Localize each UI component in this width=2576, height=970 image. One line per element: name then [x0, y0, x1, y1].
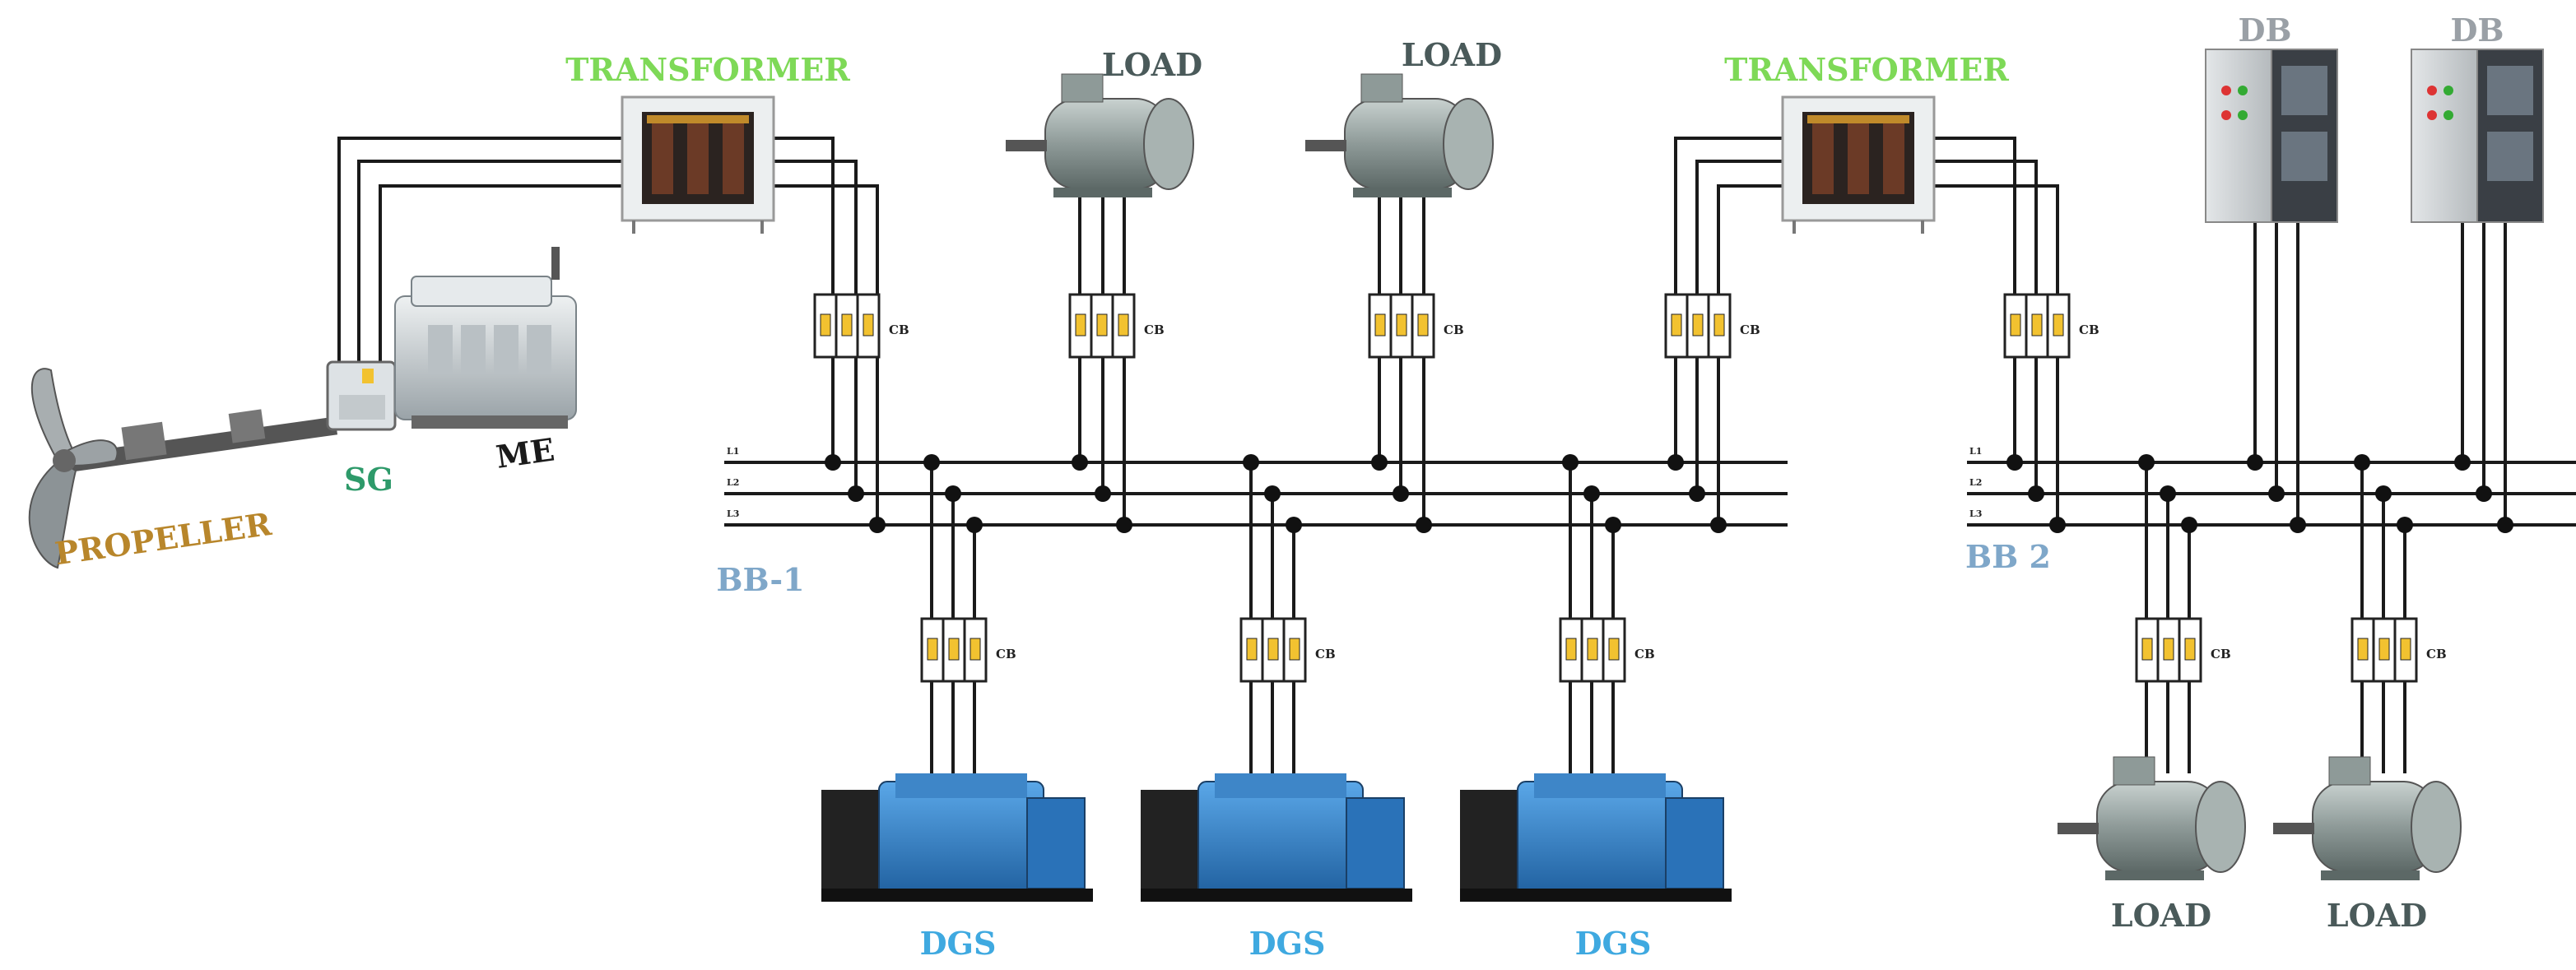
circuit-breaker-transformer-left: CB	[813, 293, 909, 359]
bus-line-tags-bb1: L1 L2 L3	[727, 446, 739, 519]
transformer-right-icon	[1781, 95, 1936, 234]
sg-label: SG	[344, 461, 393, 498]
svg-text:CB: CB	[889, 323, 909, 337]
svg-text:L3: L3	[727, 508, 739, 519]
svg-text:L2: L2	[1969, 477, 1982, 488]
junction-dots	[825, 454, 2513, 533]
db-1-label: DB	[2238, 12, 2291, 49]
svg-text:CB: CB	[1144, 323, 1165, 337]
circuit-breaker-transformer-right-out: CB	[2003, 293, 2099, 359]
bb2-label: BB 2	[1965, 538, 2051, 575]
svg-text:CB: CB	[1444, 323, 1464, 337]
svg-text:CB: CB	[2426, 647, 2447, 661]
svg-text:L1: L1	[1969, 446, 1982, 457]
circuit-breaker-load-1: CB	[1068, 293, 1165, 359]
propeller-icon	[28, 368, 338, 569]
dgs-3-label: DGS	[1575, 925, 1652, 962]
transformer-right-label: TRANSFORMER	[1724, 51, 2009, 88]
transformer-left-icon	[621, 95, 775, 234]
circuit-breaker-load-3: CB	[2135, 617, 2231, 683]
main-engine-icon	[394, 247, 577, 429]
diesel-generator-set-2-icon	[1141, 773, 1412, 902]
load-bottom-1-label: LOAD	[2111, 897, 2211, 934]
svg-text:L1: L1	[727, 446, 739, 457]
load-top-2-label: LOAD	[1402, 36, 1502, 73]
db-2-label: DB	[2450, 12, 2504, 49]
bus-line-tags-bb2: L1 L2 L3	[1969, 446, 1982, 519]
motor-load-bottom-2-icon	[2273, 756, 2462, 880]
svg-text:CB: CB	[1740, 323, 1760, 337]
transformer-left-label: TRANSFORMER	[565, 51, 850, 88]
me-label: ME	[494, 430, 557, 475]
circuit-breaker-dgs-2: CB	[1239, 617, 1336, 683]
circuit-breaker-load-2: CB	[1368, 293, 1464, 359]
circuit-breaker-transformer-right-in: CB	[1664, 293, 1760, 359]
circuit-breaker-dgs-1: CB	[920, 617, 1016, 683]
load-bottom-2-label: LOAD	[2327, 897, 2427, 934]
bb1-label: BB-1	[716, 561, 804, 598]
motor-load-top-2-icon	[1305, 73, 1494, 197]
dgs-2-label: DGS	[1249, 925, 1326, 962]
svg-text:CB: CB	[2211, 647, 2231, 661]
shaft-generator-icon	[326, 360, 397, 431]
motor-load-top-1-icon	[1006, 73, 1194, 197]
distribution-board-2-icon	[2411, 49, 2544, 223]
svg-text:L2: L2	[727, 477, 739, 488]
diesel-generator-set-1-icon	[821, 773, 1093, 902]
svg-text:CB: CB	[1315, 647, 1336, 661]
distribution-board-1-icon	[2205, 49, 2338, 223]
svg-text:CB: CB	[2079, 323, 2099, 337]
circuit-breaker-dgs-3: CB	[1559, 617, 1655, 683]
svg-text:L3: L3	[1969, 508, 1982, 519]
svg-text:CB: CB	[1634, 647, 1655, 661]
motor-load-bottom-1-icon	[2058, 756, 2246, 880]
wiring	[337, 137, 2576, 790]
diesel-generator-set-3-icon	[1460, 773, 1732, 902]
dgs-1-label: DGS	[920, 925, 997, 962]
svg-text:CB: CB	[996, 647, 1016, 661]
load-top-1-label: LOAD	[1102, 46, 1202, 83]
circuit-breaker-load-4: CB	[2350, 617, 2447, 683]
propeller-label: PROPELLER	[53, 505, 274, 572]
